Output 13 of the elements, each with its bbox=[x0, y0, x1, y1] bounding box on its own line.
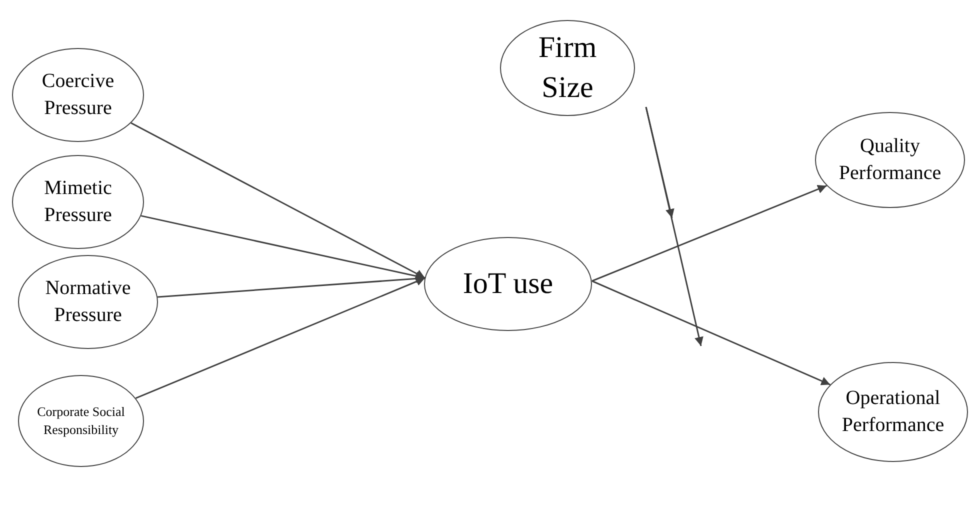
construct-label: Quality Performance bbox=[838, 134, 942, 186]
construct-label: Firm Size bbox=[537, 30, 598, 106]
arrow bbox=[645, 106, 704, 346]
construct-label: IoT use bbox=[462, 266, 554, 302]
construct-label: Corporate Social Responsibility bbox=[36, 403, 126, 439]
arrow bbox=[135, 277, 426, 399]
arrow bbox=[130, 122, 426, 279]
construct-label: Normative Pressure bbox=[44, 276, 132, 328]
construct-label: Mimetic Pressure bbox=[43, 176, 113, 228]
arrow bbox=[592, 280, 830, 386]
construct-label: Operational Performance bbox=[840, 386, 946, 438]
construct-label: Coercive Pressure bbox=[40, 69, 116, 121]
arrow bbox=[592, 184, 827, 282]
